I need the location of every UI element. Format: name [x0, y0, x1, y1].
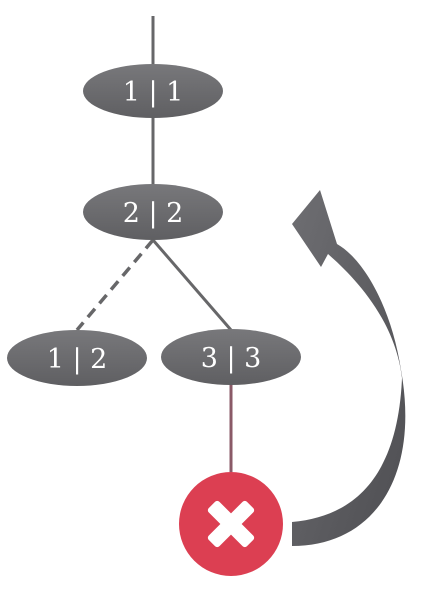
edge-second-right: [151, 239, 233, 331]
tree-node-second: 2 | 2: [83, 184, 223, 240]
node-label: 1 | 1: [123, 77, 184, 108]
tree-node-left: 1 | 2: [7, 330, 147, 386]
tree-node-root: 1 | 1: [83, 64, 223, 118]
node-label: 2 | 2: [123, 198, 184, 229]
curved-return-arrow-icon: [292, 190, 406, 546]
node-label: 1 | 2: [47, 344, 108, 375]
node-label: 3 | 3: [201, 343, 262, 374]
edge-second-left-dashed: [75, 238, 155, 332]
error-close-icon: [179, 472, 283, 576]
tree-node-right: 3 | 3: [161, 329, 301, 385]
